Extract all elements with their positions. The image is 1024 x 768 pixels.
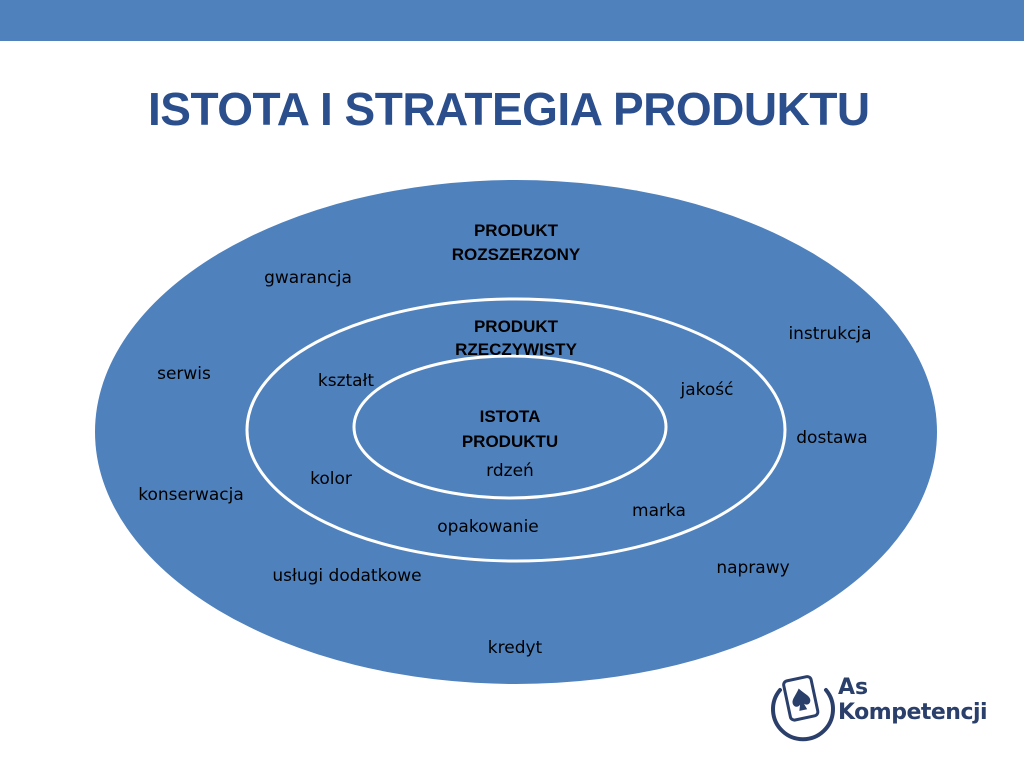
middle-ring-label-line1: PRODUKT — [474, 317, 559, 336]
item-uslugi-dodatkowe: usługi dodatkowe — [272, 566, 421, 586]
item-opakowanie: opakowanie — [437, 517, 539, 537]
logo-text-line2: Kompetencji — [838, 699, 988, 725]
inner-ring-label-line1: ISTOTA — [480, 407, 541, 426]
item-naprawy: naprawy — [716, 558, 789, 578]
outer-ring-label-line2: ROZSZERZONY — [452, 245, 581, 264]
as-kompetencji-logo: As Kompetencji — [768, 668, 1008, 748]
item-kredyt: kredyt — [488, 638, 543, 658]
item-gwarancja: gwarancja — [264, 268, 352, 288]
spade-card-icon — [771, 675, 835, 742]
logo-text-line1: As — [838, 675, 869, 700]
middle-ring-label-line2: RZECZYWISTY — [455, 340, 577, 359]
top-bar — [0, 0, 1024, 41]
item-rdzen: rdzeń — [486, 461, 534, 481]
middle-ellipse-actual-product — [245, 297, 787, 563]
inner-ellipse-core-product — [352, 354, 668, 500]
item-marka: marka — [632, 501, 686, 521]
item-ksztalt: kształt — [318, 371, 375, 391]
item-instrukcja: instrukcja — [788, 324, 871, 344]
item-kolor: kolor — [310, 469, 352, 489]
item-jakosc: jakość — [680, 380, 734, 400]
slide-title: ISTOTA I STRATEGIA PRODUKTU — [148, 83, 870, 135]
inner-ring-label-line2: PRODUKTU — [462, 432, 558, 451]
item-dostawa: dostawa — [796, 428, 867, 448]
outer-ring-label-line1: PRODUKT — [474, 221, 559, 240]
outer-ellipse-extended-product — [95, 180, 937, 684]
item-konserwacja: konserwacja — [138, 485, 244, 505]
item-serwis: serwis — [157, 364, 211, 384]
